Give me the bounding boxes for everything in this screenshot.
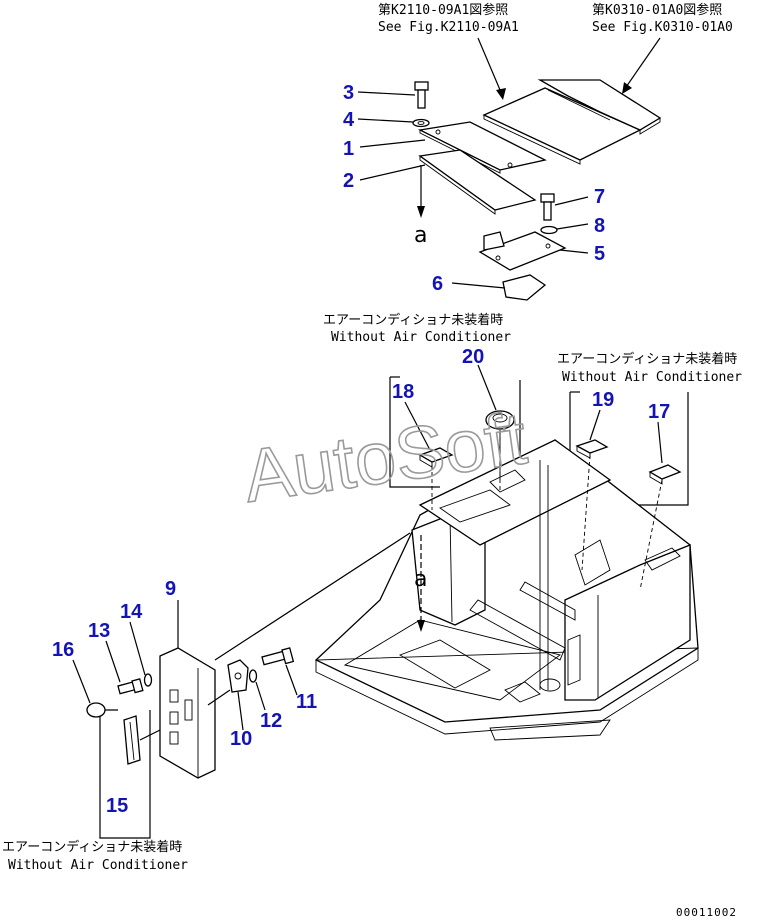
callout-9: 9 <box>165 578 176 600</box>
marker-a-bottom: a <box>414 567 427 592</box>
note-center-jp: エアーコンディショナ未装着時 <box>323 312 503 328</box>
ref-arrows <box>477 37 661 100</box>
washer-4 <box>412 118 430 128</box>
note-right-en: Without Air Conditioner <box>562 370 742 385</box>
bolt-3 <box>414 81 429 109</box>
note-center-en: Without Air Conditioner <box>331 330 511 345</box>
part-15 <box>123 715 161 765</box>
callout-15: 15 <box>106 795 128 817</box>
screw-13 <box>117 678 144 695</box>
plug-16 <box>86 702 106 718</box>
ref-right-en: See Fig.K0310-01A0 <box>592 20 733 35</box>
callout-14: 14 <box>120 601 143 623</box>
guide-lines <box>431 430 663 591</box>
leader-lines <box>72 91 663 731</box>
pad-6 <box>502 274 547 301</box>
washer-8 <box>540 225 558 235</box>
floor-mat-parts <box>482 79 662 165</box>
callout-7: 7 <box>594 186 605 208</box>
callout-1: 1 <box>343 138 354 160</box>
ref-right-jp: 第K0310-01A0図参照 <box>592 2 722 18</box>
callout-4: 4 <box>343 109 355 131</box>
drawing-code: 00011002 <box>676 906 737 919</box>
cover-plates <box>417 121 547 215</box>
callout-11: 11 <box>296 691 317 713</box>
washer-12 <box>248 669 258 683</box>
note-bottom-en: Without Air Conditioner <box>8 858 188 873</box>
note-bottom-jp: エアーコンディショナ未装着時 <box>2 839 182 855</box>
callout-13: 13 <box>88 620 110 642</box>
bolt-7 <box>540 193 555 221</box>
panel-9 <box>159 532 411 779</box>
marker-a-top: a <box>414 223 427 248</box>
callout-17: 17 <box>648 401 670 423</box>
cap-17 <box>648 464 682 485</box>
ref-left-jp: 第K2110-09A1図参照 <box>378 2 508 18</box>
bracket-5 <box>478 231 567 271</box>
cap-20 <box>485 410 515 480</box>
bolt-11 <box>261 647 295 666</box>
ref-left-en: See Fig.K2110-09A1 <box>378 20 519 35</box>
callout-10: 10 <box>230 728 252 750</box>
callout-5: 5 <box>594 243 605 265</box>
callout-16: 16 <box>52 639 74 661</box>
bracket-10 <box>227 659 249 693</box>
cap-19 <box>575 439 609 459</box>
callout-8: 8 <box>594 215 605 237</box>
callout-19: 19 <box>592 389 614 411</box>
callout-18: 18 <box>392 381 414 403</box>
cab-base-frame <box>314 439 699 741</box>
callout-2: 2 <box>343 170 354 192</box>
note-right-jp: エアーコンディショナ未装着時 <box>557 351 737 367</box>
callout-20: 20 <box>462 346 484 368</box>
callout-12: 12 <box>260 710 282 732</box>
callout-3: 3 <box>343 82 354 104</box>
callout-6: 6 <box>432 273 443 295</box>
washer-14 <box>143 673 153 687</box>
